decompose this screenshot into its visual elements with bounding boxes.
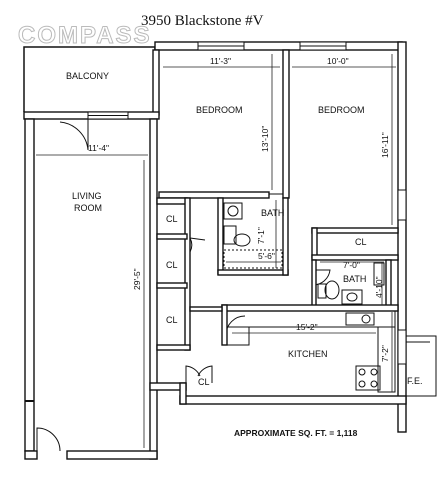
- dim-bath1-depth: 7'-1": [256, 227, 266, 244]
- room-label-bedroom-2: BEDROOM: [318, 105, 365, 115]
- room-label-bath-1: BATH: [261, 208, 284, 218]
- fire-escape-label: F.E.: [407, 376, 423, 386]
- interior-walls: [156, 49, 399, 351]
- closet-label-3: CL: [166, 315, 178, 325]
- dim-bath2-depth: 4'-10": [374, 276, 384, 298]
- room-label-living: LIVING: [72, 191, 102, 201]
- dim-kitchen-depth: 7'-2": [380, 345, 390, 362]
- dim-bath1-width: 5'-6": [258, 251, 275, 261]
- dim-bedroom1-depth: 13'-10": [260, 126, 270, 152]
- closet-label-2: CL: [166, 260, 178, 270]
- dimension-lines: [36, 54, 396, 448]
- room-label-bedroom-1: BEDROOM: [196, 105, 243, 115]
- dim-living-width: 11'-4": [88, 143, 109, 153]
- room-label-bath-2: BATH: [343, 274, 366, 284]
- room-label-kitchen: KITCHEN: [288, 349, 328, 359]
- dim-kitchen-width: 15'-2": [296, 322, 318, 332]
- dim-bedroom1-width: 11'-3": [210, 56, 231, 66]
- fixtures: [223, 202, 437, 397]
- approx-sq-ft: APPROXIMATE SQ. FT. = 1,118: [234, 428, 358, 438]
- dim-living-depth: 29'-5": [132, 268, 142, 290]
- dimension-labels: 11'-3" 10'-0" 13'-10" 16'-11" 11'-4" 29'…: [88, 56, 390, 362]
- closet-label-5: CL: [198, 377, 210, 387]
- room-label-living-2: ROOM: [74, 203, 102, 213]
- room-label-balcony: BALCONY: [66, 71, 109, 81]
- dim-bath2-width: 7'-0": [343, 260, 360, 270]
- closet-label-4: CL: [355, 237, 367, 247]
- windows: [25, 41, 407, 402]
- dim-bedroom2-width: 10'-0": [327, 56, 349, 66]
- plan-title: 3950 Blackstone #V: [141, 13, 264, 29]
- closet-label-1: CL: [166, 214, 178, 224]
- room-labels: BALCONY LIVING ROOM BEDROOM BEDROOM BATH…: [66, 71, 423, 387]
- compass-watermark: COMPASS: [18, 22, 152, 49]
- dim-bedroom2-depth: 16'-11": [380, 132, 390, 158]
